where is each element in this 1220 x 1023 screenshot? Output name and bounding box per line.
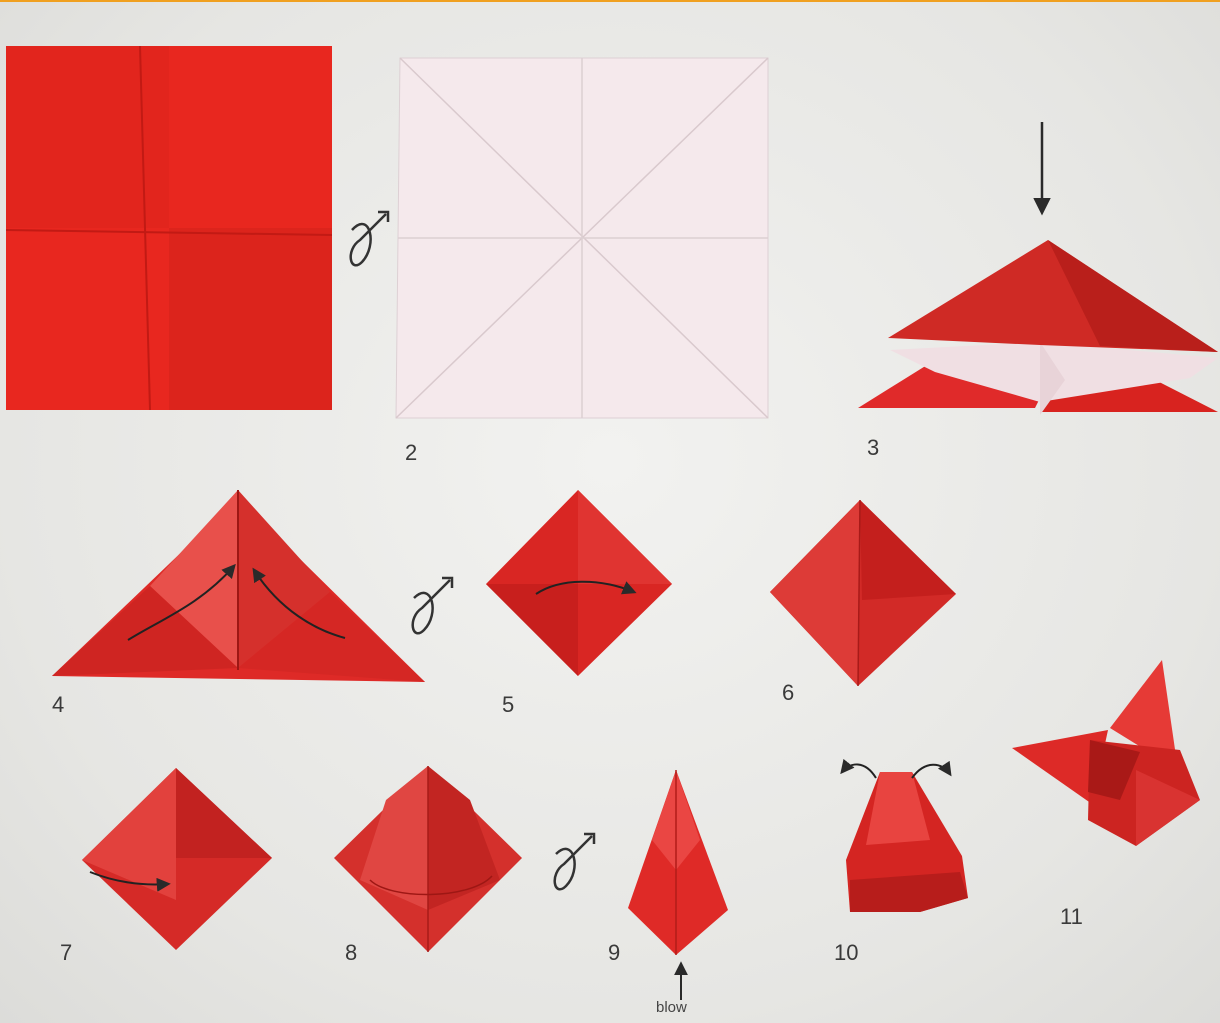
turn-over-icon [351, 212, 388, 265]
step-number: 7 [60, 942, 72, 964]
step-9-kite [628, 770, 728, 1000]
turn-over-icon [555, 834, 594, 889]
step-number: 4 [52, 694, 64, 716]
step-11-finished-tulip [1012, 660, 1200, 846]
step-number: 3 [867, 437, 879, 459]
step-7-diamond [82, 768, 272, 950]
step-1-red-square [6, 46, 332, 410]
turn-over-icon [413, 578, 452, 633]
step-6-diamond-folded [770, 500, 956, 686]
step-number: 6 [782, 682, 794, 704]
step-number: 2 [405, 442, 417, 464]
step-number: 8 [345, 942, 357, 964]
step-4-triangle [52, 490, 425, 682]
step-number: 9 [608, 942, 620, 964]
step-2-white-creased-square [396, 58, 768, 418]
step-5-diamond [486, 490, 672, 676]
step-8-diamond [334, 766, 522, 952]
step-10-inflated-tulip [842, 764, 968, 912]
step-3-collapsing-base [858, 122, 1218, 415]
step-number: 11 [1060, 906, 1083, 928]
blow-annotation: blow [656, 1000, 687, 1015]
step-number: 10 [834, 942, 858, 964]
step-number: 5 [502, 694, 514, 716]
